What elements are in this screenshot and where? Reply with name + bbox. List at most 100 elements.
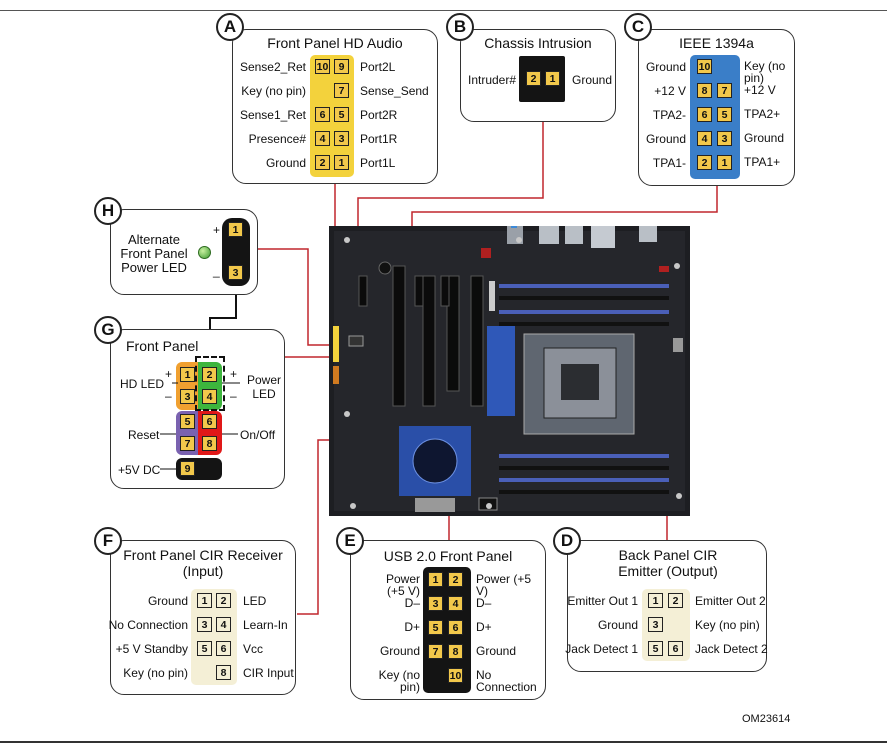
panel-f-title: Front Panel CIR Receiver (Input) [123,547,283,579]
f-row-0-left: Ground [147,594,188,608]
panel-h-title: Alternate Front Panel Power LED [120,232,188,275]
e-row-2-pin-a: 5 [428,620,443,635]
e-row-1-pin-a: 3 [428,596,443,611]
g-hd-led-plus: + [165,367,173,381]
f-row-0-right: LED [243,594,267,608]
g-hd-led-minus: – [165,389,172,403]
f-row-0-pin-a: 1 [197,593,212,608]
e-row-0-pin-b: 2 [448,572,463,587]
a-row-0-pin-a: 10 [315,59,330,74]
callout-b: B [446,13,474,41]
a-row-2-pin-b: 5 [334,107,349,122]
e-row-2-left: D+ [404,620,420,634]
a-row-0-left: Sense2_Ret [239,60,306,74]
callout-h: H [94,197,122,225]
callout-a: A [216,13,244,41]
panel-h-minus: _ [213,264,220,278]
e-row-3-pin-a: 7 [428,644,443,659]
panel-h-pin-3: 3 [228,265,243,280]
e-row-4-pin-b: 10 [448,668,463,683]
c-row-4-right: TPA1+ [744,155,781,169]
g-pin-5: 5 [180,414,195,429]
panel-h-pin-1: 1 [228,222,243,237]
c-row-2-pin-b: 5 [717,107,732,122]
e-row-3-left: Ground [379,644,420,658]
c-row-3-pin-a: 4 [697,131,712,146]
panel-c-title: IEEE 1394a [679,35,754,51]
d-row-2-right: Jack Detect 2 [695,642,768,656]
d-row-1-pin-a: 3 [648,617,663,632]
d-row-0-left: Emitter Out 1 [567,594,638,608]
a-row-3-left: Presence# [248,132,306,146]
d-row-2-left: Jack Detect 1 [565,642,638,656]
e-row-4-left: Key (no pin) [378,668,420,694]
g-plus5v-label: +5V DC [118,463,161,477]
callout-g: G [94,316,122,344]
f-row-2-pin-a: 5 [197,641,212,656]
c-row-0-left: Ground [645,60,686,74]
panel-b-pin-2: 2 [526,71,541,86]
f-row-1-pin-a: 3 [197,617,212,632]
a-row-3-pin-b: 3 [334,131,349,146]
c-row-2-right: TPA2+ [744,107,781,121]
panel-g-title: Front Panel [126,338,199,354]
g-hd-led-label: HD LED [120,377,165,391]
a-row-1-pin-b: 7 [334,83,349,98]
d-row-1-left: Ground [597,618,638,632]
e-row-1-left: D– [404,596,420,610]
g-pin-4: 4 [202,389,217,404]
f-row-1-right: Learn-In [243,618,288,632]
a-row-4-pin-b: 1 [334,155,349,170]
c-row-3-right: Ground [744,131,785,145]
d-row-0-pin-a: 1 [648,593,663,608]
f-row-3-right: CIR Input [243,666,294,680]
a-row-4-pin-a: 2 [315,155,330,170]
figure-code: OM23614 [742,713,791,725]
panel-e-title: USB 2.0 Front Panel [383,548,513,564]
g-onoff-label: On/Off [240,428,276,442]
g-pin-9: 9 [180,461,195,476]
c-row-0-right: Key (no pin) [744,59,786,85]
g-pin-1: 1 [180,367,195,382]
c-row-4-pin-a: 2 [697,155,712,170]
e-row-1-pin-b: 4 [448,596,463,611]
c-row-1-pin-a: 8 [697,83,712,98]
motherboard-art [329,226,690,516]
d-row-0-right: Emitter Out 2 [695,594,766,608]
panel-a-title: Front Panel HD Audio [267,35,403,51]
bottom-rule [0,741,887,743]
f-row-1-left: No Connection [108,618,188,632]
d-row-2-pin-b: 6 [668,641,683,656]
e-row-0-right: Power (+5 V) [476,572,532,598]
c-row-1-right: +12 V [744,83,776,97]
panel-b-pin-1: 1 [545,71,560,86]
g-power-led-label: Power LED [246,373,281,401]
a-row-0-pin-b: 9 [334,59,349,74]
g-power-led-plus: + [230,367,238,381]
e-row-0-left: Power (+5 V) [385,572,420,598]
f-row-3-pin-b: 8 [216,665,231,680]
f-row-3-left: Key (no pin) [123,666,188,680]
g-pin-8: 8 [202,436,217,451]
g-pin-6: 6 [202,414,217,429]
f-row-2-left: +5 V Standby [115,642,188,656]
c-row-0-pin-a: 10 [697,59,712,74]
a-row-4-left: Ground [265,156,306,170]
e-row-1-right: D– [476,596,492,610]
f-row-2-right: Vcc [243,642,264,656]
e-row-0-pin-a: 1 [428,572,443,587]
c-row-2-left: TPA2- [652,108,686,122]
c-row-2-pin-a: 6 [697,107,712,122]
f-row-2-pin-b: 6 [216,641,231,656]
f-row-0-pin-b: 2 [216,593,231,608]
panel-b-left-label: Intruder# [468,73,517,87]
panel-b-title: Chassis Intrusion [484,35,592,51]
g-pin-7: 7 [180,436,195,451]
motherboard [329,226,690,516]
e-row-2-pin-b: 6 [448,620,463,635]
g-power-led-minus: – [230,389,237,403]
a-row-1-right: Sense_Send [360,84,429,98]
callout-c: C [624,13,652,41]
e-row-3-right: Ground [476,644,517,658]
